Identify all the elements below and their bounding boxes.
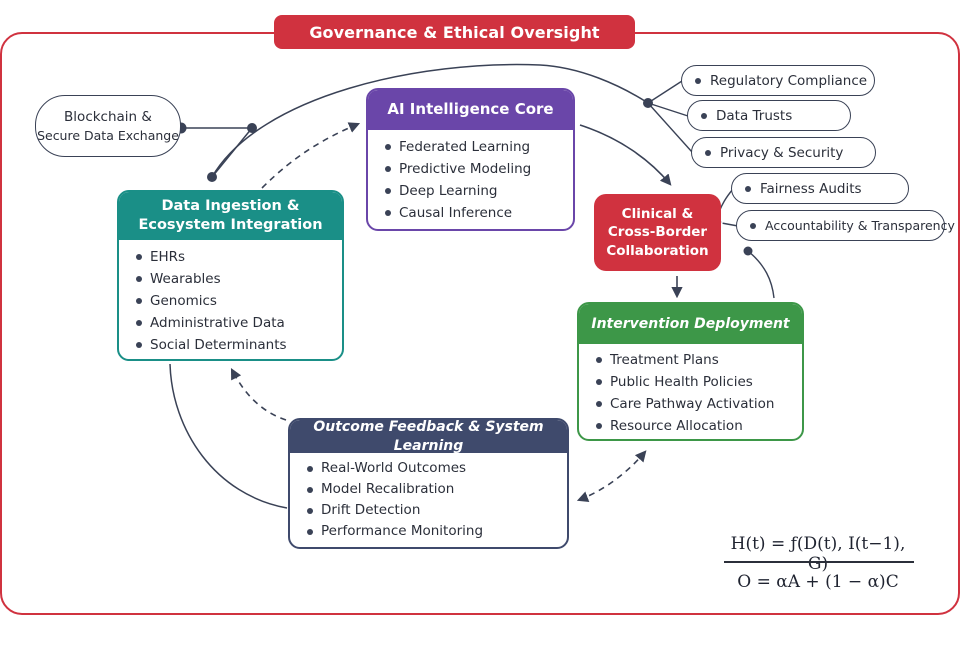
data-to-core-arrow [261,122,361,189]
blockchain-line2: Secure Data Exchange [37,127,179,143]
governance-item-regulatory-compliance: Regulatory Compliance [681,65,875,96]
list-item: Causal Inference [368,202,573,224]
list-item: Administrative Data [119,312,342,334]
governance-fan-dot [643,98,653,108]
core-to-clinical-arrow [579,124,672,186]
ai-core-list: Federated Learning Predictive Modeling D… [368,130,573,224]
blockchain-line1: Blockchain & [64,108,152,125]
arc-node-dot [247,123,257,133]
list-item: Predictive Modeling [368,158,573,180]
intervention-header: Intervention Deployment [579,304,802,344]
governance-item-label: Regulatory Compliance [710,72,868,89]
list-item: Model Recalibration [290,479,567,500]
clinical-line2: Cross-Border [607,224,708,241]
governance-item-label: Fairness Audits [760,180,862,197]
governance-item-fairness-audits: Fairness Audits [731,173,909,204]
clinical-return-dot [743,246,753,256]
list-item: Public Health Policies [579,371,802,393]
governance-item-accountability-transparency: Accountability & Transparency [736,210,955,241]
list-item: Care Pathway Activation [579,393,802,415]
bullet-icon [750,222,756,229]
blockchain-to-data-connector [211,127,253,178]
bullet-icon [705,149,711,156]
feedback-deploy-arrow [576,450,647,503]
data-ingestion-title-line2: Ecosystem Integration [138,217,323,233]
ai-core-card: AI Intelligence Core Federated Learning … [366,88,575,231]
data-ingestion-list: EHRs Wearables Genomics Administrative D… [119,240,342,356]
intervention-title: Intervention Deployment [591,315,790,332]
list-item: Treatment Plans [579,349,802,371]
data-ingestion-title-line1: Data Ingestion & [161,198,300,215]
list-item: Social Determinants [119,334,342,356]
feedback-list: Real-World Outcomes Model Recalibration … [290,453,567,542]
clinical-line3: Collaboration [606,242,709,259]
blockchain-node: Blockchain & Secure Data Exchange [35,95,181,157]
list-item: Real-World Outcomes [290,458,567,479]
intervention-list: Treatment Plans Public Health Policies C… [579,344,802,437]
feedback-to-data-arrow [230,368,287,421]
feedback-header: Outcome Feedback & System Learning [290,419,567,454]
list-item: Genomics [119,290,342,312]
clinical-collaboration-node: Clinical & Cross-Border Collaboration [594,194,721,271]
feedback-title: Outcome Feedback & System Learning [313,419,544,454]
formula-divider [724,561,914,563]
bullet-icon [701,112,707,119]
list-item: Federated Learning [368,136,573,158]
list-item: Performance Monitoring [290,521,567,542]
governance-fan-connectors [647,80,693,153]
governance-banner: Governance & Ethical Oversight [274,15,635,49]
governance-item-privacy-security: Privacy & Security [691,137,876,168]
outcome-feedback-card: Outcome Feedback & System Learning Real-… [288,418,569,549]
clinical-return-connector [747,250,775,299]
top-arc-connector [211,63,649,178]
governance-item-label: Accountability & Transparency [765,218,955,233]
data-ingestion-header: Data Ingestion & Ecosystem Integration [119,192,342,240]
data-node-dot [207,172,217,182]
bullet-icon [745,185,751,192]
bullet-icon [695,77,701,84]
data-to-feedback-connector [169,363,288,509]
governance-item-label: Data Trusts [716,107,793,124]
data-ingestion-card: Data Ingestion & Ecosystem Integration E… [117,190,344,361]
list-item: Deep Learning [368,180,573,202]
ai-core-header: AI Intelligence Core [368,90,573,130]
list-item: Wearables [119,268,342,290]
governance-item-data-trusts: Data Trusts [687,100,851,131]
list-item: Drift Detection [290,500,567,521]
list-item: EHRs [119,246,342,268]
ai-core-title: AI Intelligence Core [387,100,554,119]
governance-title: Governance & Ethical Oversight [309,22,600,42]
list-item: Resource Allocation [579,415,802,437]
formula-line1: H(t) = ƒ(D(t), I(t−1), G) [730,534,906,574]
governance-item-label: Privacy & Security [720,144,844,161]
intervention-deployment-card: Intervention Deployment Treatment Plans … [577,302,804,441]
clinical-line1: Clinical & [621,206,694,223]
formula-line2: O = αA + (1 − α)C [737,572,899,592]
